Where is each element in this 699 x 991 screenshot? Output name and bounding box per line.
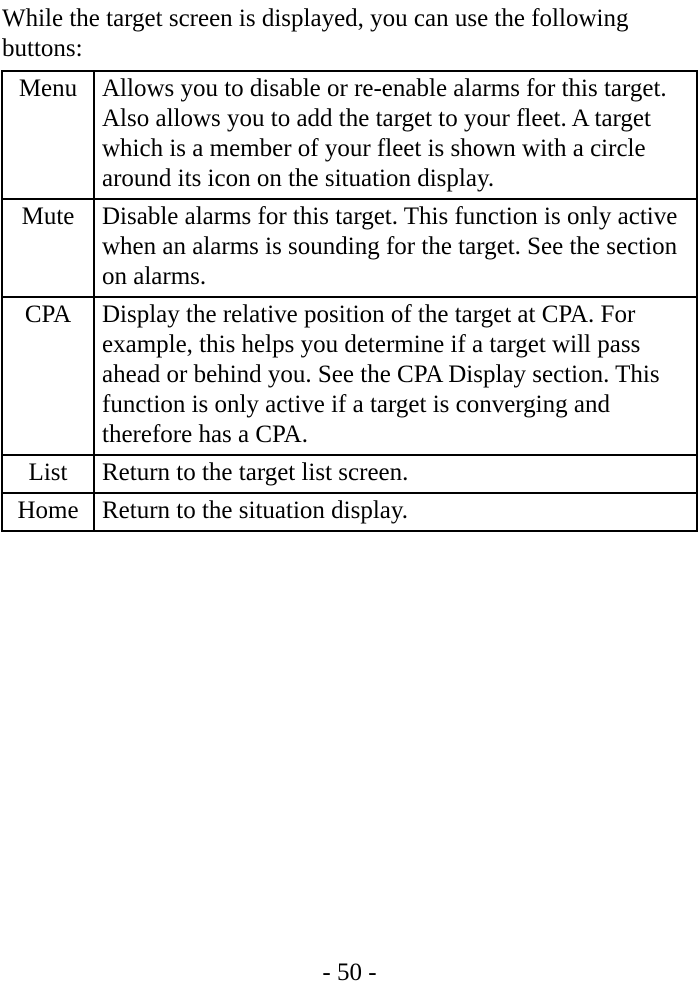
table-row-mute: Mute Disable alarms for this target. Thi… xyxy=(1,198,698,298)
button-description-home: Return to the situation display. xyxy=(93,492,698,532)
page-number: - 50 - xyxy=(322,959,377,986)
button-description-cpa: Display the relative position of the tar… xyxy=(93,296,698,456)
button-name-cpa: CPA xyxy=(1,296,95,456)
button-name-menu: Menu xyxy=(1,70,95,200)
intro-text: While the target screen is displayed, yo… xyxy=(2,5,629,62)
table-row-menu: Menu Allows you to disable or re-enable … xyxy=(1,70,698,200)
table-row-cpa: CPA Display the relative position of the… xyxy=(1,296,698,456)
buttons-table: Menu Allows you to disable or re-enable … xyxy=(1,70,698,532)
button-name-mute: Mute xyxy=(1,198,95,298)
button-description-list: Return to the target list screen. xyxy=(93,454,698,494)
button-name-list: List xyxy=(1,454,95,494)
button-name-home: Home xyxy=(1,492,95,532)
table-row-home: Home Return to the situation display. xyxy=(1,492,698,532)
button-description-menu: Allows you to disable or re-enable alarm… xyxy=(93,70,698,200)
button-description-mute: Disable alarms for this target. This fun… xyxy=(93,198,698,298)
table-row-list: List Return to the target list screen. xyxy=(1,454,698,494)
